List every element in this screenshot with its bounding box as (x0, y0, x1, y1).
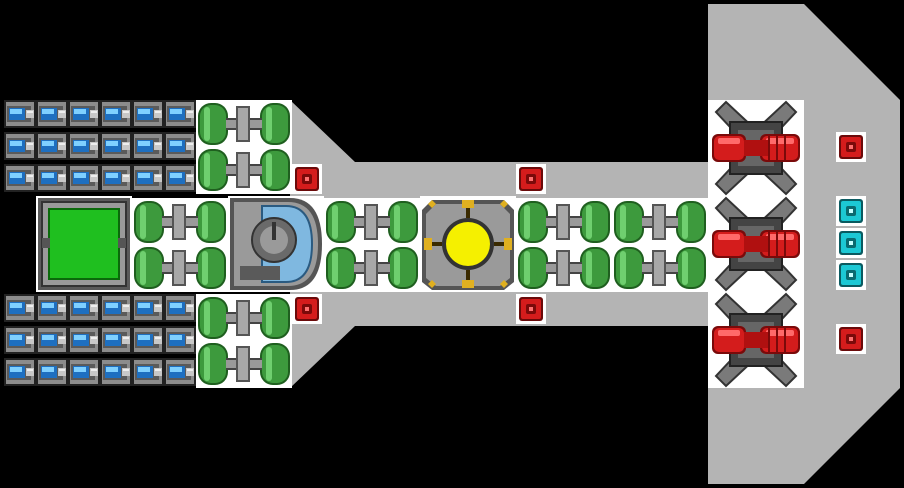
shield-emitter-icon[interactable] (836, 260, 866, 290)
battery-cell[interactable] (36, 164, 68, 192)
battery-cell[interactable] (36, 132, 68, 160)
battery-cell[interactable] (100, 164, 132, 192)
cockpit-icon[interactable] (228, 196, 324, 292)
battery-cell[interactable] (4, 294, 36, 322)
battery-cell[interactable] (132, 100, 164, 128)
red-armor-block-icon[interactable] (516, 164, 546, 194)
battery-cell[interactable] (100, 294, 132, 322)
battery-cell[interactable] (100, 326, 132, 354)
battery-cell[interactable] (164, 326, 196, 354)
battery-cell[interactable] (132, 164, 164, 192)
battery-cell[interactable] (164, 358, 196, 386)
battery-cell[interactable] (4, 358, 36, 386)
battery-cell[interactable] (36, 358, 68, 386)
red-armor-block-icon[interactable] (516, 294, 546, 324)
battery-cell[interactable] (100, 358, 132, 386)
fuel-tank-icon[interactable] (516, 198, 612, 246)
fuel-tank-icon[interactable] (612, 244, 708, 292)
battery-cell[interactable] (36, 100, 68, 128)
battery-cell[interactable] (4, 132, 36, 160)
fuel-tank-icon[interactable] (196, 146, 292, 194)
battery-cell[interactable] (68, 164, 100, 192)
fuel-tank-icon[interactable] (196, 294, 292, 342)
hangar-bay-icon[interactable] (36, 196, 132, 292)
fuel-tank-icon[interactable] (196, 100, 292, 148)
laser-turret-icon[interactable] (707, 291, 805, 389)
shield-emitter-icon[interactable] (836, 196, 866, 226)
shield-emitter-icon[interactable] (836, 228, 866, 258)
battery-cell[interactable] (164, 164, 196, 192)
red-armor-block-icon[interactable] (836, 324, 866, 354)
fuel-tank-icon[interactable] (324, 244, 420, 292)
battery-cell[interactable] (4, 100, 36, 128)
battery-cell[interactable] (100, 132, 132, 160)
battery-cell[interactable] (132, 132, 164, 160)
fuel-tank-icon[interactable] (324, 198, 420, 246)
battery-cell[interactable] (132, 326, 164, 354)
battery-cell[interactable] (164, 294, 196, 322)
battery-cell[interactable] (68, 326, 100, 354)
fuel-tank-icon[interactable] (612, 198, 708, 246)
battery-cell[interactable] (4, 164, 36, 192)
battery-cell[interactable] (68, 132, 100, 160)
laser-turret-icon[interactable] (707, 195, 805, 293)
battery-bank-bottom (4, 294, 196, 386)
fuel-tank-icon[interactable] (132, 244, 228, 292)
battery-cell[interactable] (164, 132, 196, 160)
laser-turret-icon[interactable] (707, 99, 805, 197)
battery-cell[interactable] (68, 294, 100, 322)
fuel-tank-icon[interactable] (132, 198, 228, 246)
battery-cell[interactable] (132, 294, 164, 322)
fuel-tank-icon[interactable] (196, 340, 292, 388)
battery-cell[interactable] (36, 294, 68, 322)
battery-cell[interactable] (36, 326, 68, 354)
battery-cell[interactable] (4, 326, 36, 354)
battery-bank-top (4, 100, 196, 192)
battery-cell[interactable] (132, 358, 164, 386)
battery-cell[interactable] (68, 358, 100, 386)
red-armor-block-icon[interactable] (292, 294, 322, 324)
battery-cell[interactable] (68, 100, 100, 128)
reactor-core-icon[interactable] (420, 196, 516, 292)
battery-cell[interactable] (100, 100, 132, 128)
red-armor-block-icon[interactable] (836, 132, 866, 162)
fuel-tank-icon[interactable] (516, 244, 612, 292)
battery-cell[interactable] (164, 100, 196, 128)
red-armor-block-icon[interactable] (292, 164, 322, 194)
